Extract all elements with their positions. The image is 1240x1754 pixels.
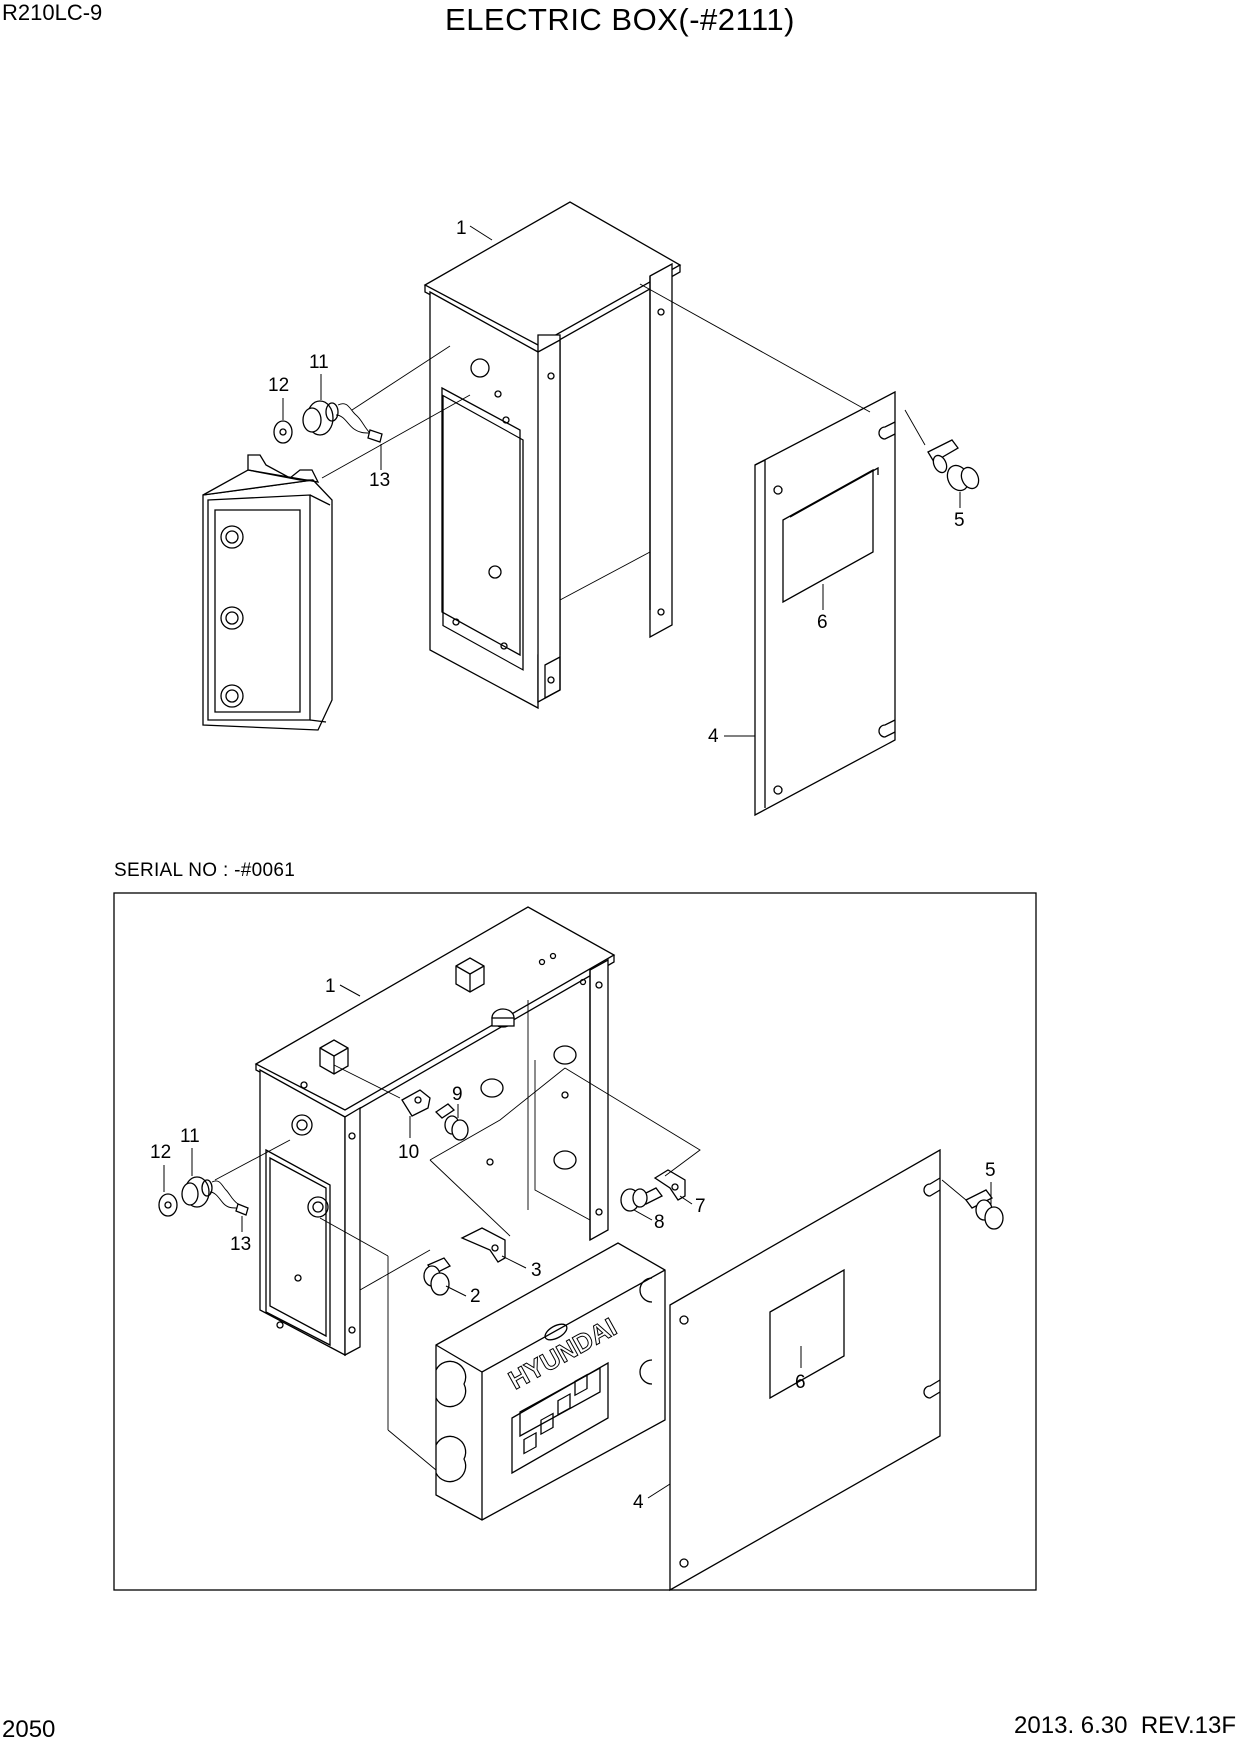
- label-part-9: 9: [452, 1084, 463, 1105]
- bottom-box-housing: [254, 906, 616, 1357]
- label-part-6: 6: [817, 612, 828, 633]
- hyundai-logo-icon: [544, 1323, 568, 1341]
- bottom-switch-assembly: [158, 1176, 249, 1217]
- bottom-exploded-view: HYUNDAI: [150, 906, 1004, 1592]
- label-part-12: 12: [150, 1142, 171, 1163]
- top-box-housing: [423, 201, 682, 710]
- top-bolt-5: [904, 409, 980, 492]
- label-part-12: 12: [268, 375, 289, 396]
- serial-detail-frame: [113, 892, 1037, 1591]
- label-part-4: 4: [633, 1492, 644, 1513]
- label-part-3: 3: [531, 1260, 542, 1281]
- top-exploded-view: 1 11 12 13 5 6 4: [202, 201, 980, 817]
- bottom-clip-10-bolt-9: [401, 1089, 469, 1141]
- model-number: R210LC-9: [2, 0, 103, 25]
- page-title: ELECTRIC BOX(-#2111): [445, 2, 795, 37]
- bottom-cover-plate: [669, 1148, 941, 1592]
- top-cover-plate: [754, 390, 896, 817]
- label-part-5: 5: [985, 1160, 996, 1181]
- label-part-13: 13: [369, 470, 390, 491]
- bottom-clip-7-bolt-8: [620, 1169, 686, 1212]
- label-part-8: 8: [654, 1212, 665, 1233]
- page-number: 2050: [2, 1716, 56, 1743]
- bottom-bolt-5: [941, 1179, 1004, 1230]
- label-part-6: 6: [795, 1372, 806, 1393]
- label-part-5: 5: [954, 510, 965, 531]
- top-switch-assembly: [273, 400, 383, 444]
- label-part-11: 11: [180, 1126, 200, 1147]
- bottom-clip-3-bolt-2: [423, 1227, 506, 1296]
- label-part-13: 13: [230, 1234, 251, 1255]
- label-part-2: 2: [470, 1286, 481, 1307]
- bottom-controller-unit: HYUNDAI: [435, 1242, 666, 1521]
- label-part-7: 7: [695, 1196, 706, 1217]
- label-part-1: 1: [325, 976, 336, 997]
- top-controller-unit: [202, 454, 333, 731]
- label-part-11: 11: [309, 352, 329, 373]
- label-part-1: 1: [456, 218, 467, 239]
- bottom-part-labels: 1 9 10 11 12 13 2 3 7 8 5 6 4: [150, 976, 996, 1513]
- serial-number-note: SERIAL NO : -#0061: [114, 860, 296, 881]
- label-part-4: 4: [708, 726, 719, 747]
- revision-date: 2013. 6.30 REV.13F: [1014, 1712, 1236, 1739]
- top-part-labels: 1 11 12 13 5 6 4: [268, 218, 965, 747]
- label-part-10: 10: [398, 1142, 419, 1163]
